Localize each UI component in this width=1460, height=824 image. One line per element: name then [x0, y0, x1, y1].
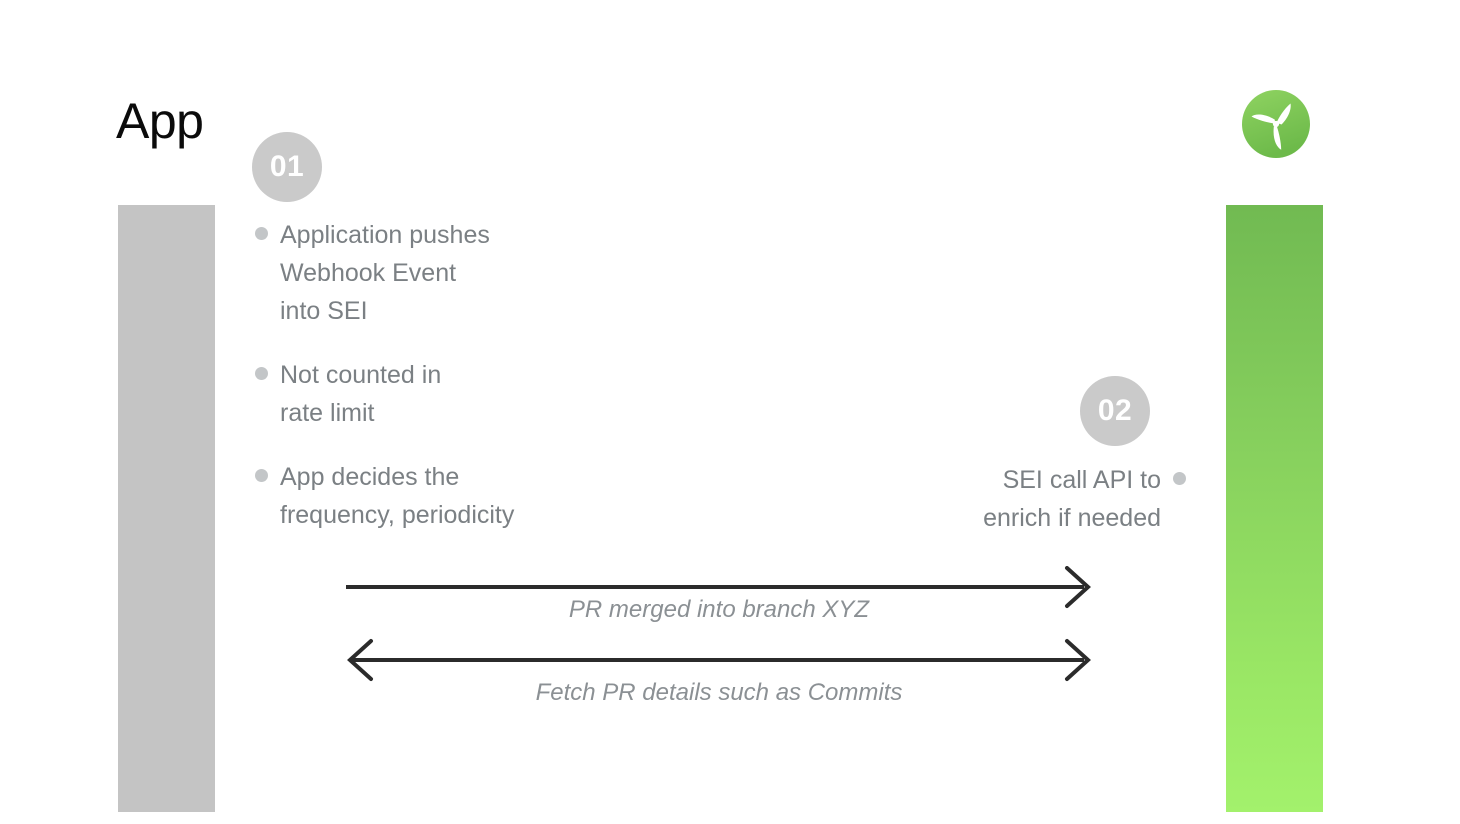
- bullet-dot-icon: [255, 227, 268, 240]
- step-badge-02: 02: [1080, 376, 1150, 446]
- page-title: App: [116, 93, 204, 149]
- app-bullet-list: Application pushes Webhook Event into SE…: [255, 216, 675, 534]
- bullet-text: App decides the frequency, periodicity: [280, 463, 515, 529]
- arrow-label-fetch: Fetch PR details such as Commits: [535, 679, 903, 706]
- step-badge-01: 01: [252, 132, 322, 202]
- arrow-merge: [344, 566, 1094, 617]
- bullet-dot-icon: [255, 367, 268, 380]
- bullet-dot-icon: [255, 469, 268, 482]
- arrow-fetch: [344, 637, 1094, 688]
- bullet-text: SEI call API to enrich if needed: [983, 466, 1161, 532]
- list-item: Not counted in rate limit: [255, 356, 675, 432]
- list-item: App decides the frequency, periodicity: [255, 458, 675, 534]
- list-item: Application pushes Webhook Event into SE…: [255, 216, 675, 330]
- arrow-label-merge: PR merged into branch XYZ: [568, 596, 870, 623]
- bullet-text: Application pushes Webhook Event into SE…: [280, 221, 490, 325]
- sei-lifeline-bar: [1226, 205, 1323, 812]
- bullet-text: Not counted in rate limit: [280, 361, 442, 427]
- app-lifeline-bar: [118, 205, 215, 812]
- propeller-logo: [1241, 89, 1311, 159]
- bullet-dot-icon: [1173, 472, 1186, 485]
- sei-bullet-list: SEI call API to enrich if needed: [760, 461, 1186, 537]
- list-item: SEI call API to enrich if needed: [760, 461, 1186, 537]
